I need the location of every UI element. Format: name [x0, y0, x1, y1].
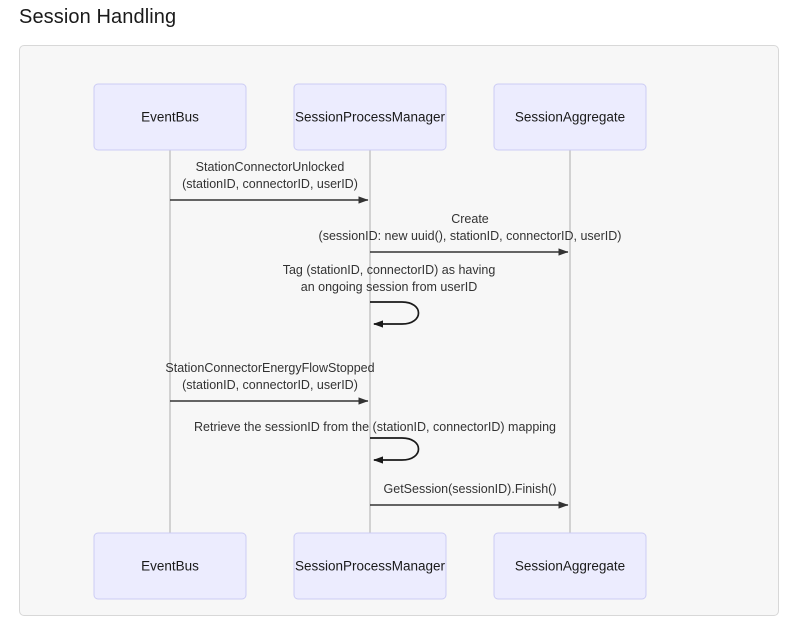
actor-bottom-sessionaggregate[interactable]: SessionAggregate: [493, 532, 647, 600]
actor-bottom-sessionprocessmanager[interactable]: SessionProcessManager: [293, 532, 447, 600]
message-label-line1: StationConnectorUnlocked: [196, 160, 345, 174]
actor-box-sessionaggregate-top[interactable]: [493, 83, 647, 151]
message-selfloop-tag-ongoing-session: [370, 301, 420, 328]
actor-label-eventbus-bottom: EventBus: [141, 559, 199, 574]
message-create-session: Create (sessionID: new uuid(), stationID…: [319, 212, 622, 256]
message-label-line1: Create: [451, 212, 489, 226]
actor-box-sessionaggregate-bottom[interactable]: [493, 532, 647, 600]
actor-top-sessionprocessmanager[interactable]: SessionProcessManager: [293, 83, 447, 151]
actor-top-sessionaggregate[interactable]: SessionAggregate: [493, 83, 647, 151]
actor-label-sessionprocessmanager-bottom: SessionProcessManager: [295, 559, 446, 574]
actor-label-sessionaggregate-bottom: SessionAggregate: [515, 559, 625, 574]
message-label-line2: an ongoing session from userID: [301, 280, 477, 294]
message-label-line2: (stationID, connectorID, userID): [182, 378, 358, 392]
actor-top-eventbus[interactable]: EventBus: [93, 83, 247, 151]
message-label-line1: Retrieve the sessionID from the (station…: [194, 420, 556, 434]
sequence-diagram-canvas: EventBus SessionProcessManager SessionAg…: [93, 83, 647, 600]
message-tag-ongoing-session: Tag (stationID, connectorID) as having a…: [283, 263, 496, 328]
lifelines: [169, 139, 571, 533]
sequence-diagram-frame: EventBus SessionProcessManager SessionAg…: [19, 45, 779, 616]
message-label-line2: (stationID, connectorID, userID): [182, 177, 358, 191]
actor-bottom-eventbus[interactable]: EventBus: [93, 532, 247, 600]
message-label-line1: Tag (stationID, connectorID) as having: [283, 263, 496, 277]
actor-label-sessionprocessmanager-top: SessionProcessManager: [295, 110, 446, 125]
actor-label-eventbus-top: EventBus: [141, 110, 199, 125]
message-label-line1: StationConnectorEnergyFlowStopped: [165, 361, 374, 375]
actor-label-sessionaggregate-top: SessionAggregate: [515, 110, 625, 125]
message-energy-flow-stopped: StationConnectorEnergyFlowStopped (stati…: [165, 361, 375, 405]
message-label-line2: (sessionID: new uuid(), stationID, conne…: [319, 229, 622, 243]
message-label-line1: GetSession(sessionID).Finish(): [384, 482, 557, 496]
actor-box-eventbus-bottom[interactable]: [93, 532, 247, 600]
message-station-connector-unlocked: StationConnectorUnlocked (stationID, con…: [170, 160, 369, 204]
message-retrieve-sessionid: Retrieve the sessionID from the (station…: [194, 420, 556, 464]
actor-box-sessionprocessmanager-top[interactable]: [293, 83, 447, 151]
actor-box-sessionprocessmanager-bottom[interactable]: [293, 532, 447, 600]
message-get-session-finish: GetSession(sessionID).Finish(): [370, 482, 569, 509]
actor-box-eventbus-top[interactable]: [93, 83, 247, 151]
message-selfloop-retrieve-sessionid: [370, 437, 420, 464]
page-title: Session Handling: [19, 6, 177, 28]
